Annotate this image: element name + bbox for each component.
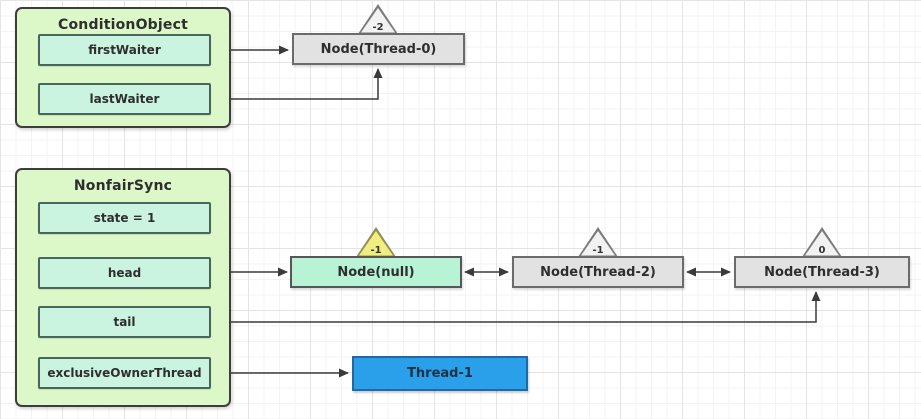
field-last-waiter: lastWaiter: [38, 83, 211, 115]
field-state: state = 1: [38, 202, 211, 234]
wait-status-triangle-node-thread-3: 0: [802, 227, 842, 257]
wait-status-triangle-node-thread-2: -1: [578, 227, 618, 257]
node-null: Node(null): [290, 256, 462, 288]
node-thread-0: Node(Thread-0): [292, 33, 465, 65]
wait-status-value: -1: [370, 245, 382, 256]
wait-status-value: 0: [818, 245, 826, 256]
field-tail: tail: [38, 306, 211, 338]
field-first-waiter: firstWaiter: [38, 34, 211, 66]
condition-object-title: ConditionObject: [58, 17, 188, 33]
wait-status-value: -2: [372, 22, 384, 33]
thread-1-box: Thread-1: [352, 356, 528, 391]
wait-status-triangle-node-thread-0: -2: [358, 4, 398, 34]
nonfair-sync-title: NonfairSync: [73, 178, 173, 194]
node-thread-2: Node(Thread-2): [512, 256, 684, 288]
wait-status-value: -1: [592, 245, 604, 256]
wait-status-triangle-node-null: -1: [356, 227, 396, 257]
condition-object-box: ConditionObject firstWaiter lastWaiter: [15, 7, 231, 128]
field-exclusive-owner-thread: exclusiveOwnerThread: [38, 357, 211, 389]
field-head: head: [38, 257, 211, 289]
nonfair-sync-box: NonfairSync state = 1 head tail exclusiv…: [15, 168, 231, 407]
arrow-lastwaiter-to-node0: [213, 68, 383, 100]
node-thread-3: Node(Thread-3): [734, 256, 910, 288]
arrow-tail-nodethread3: [216, 291, 821, 327]
